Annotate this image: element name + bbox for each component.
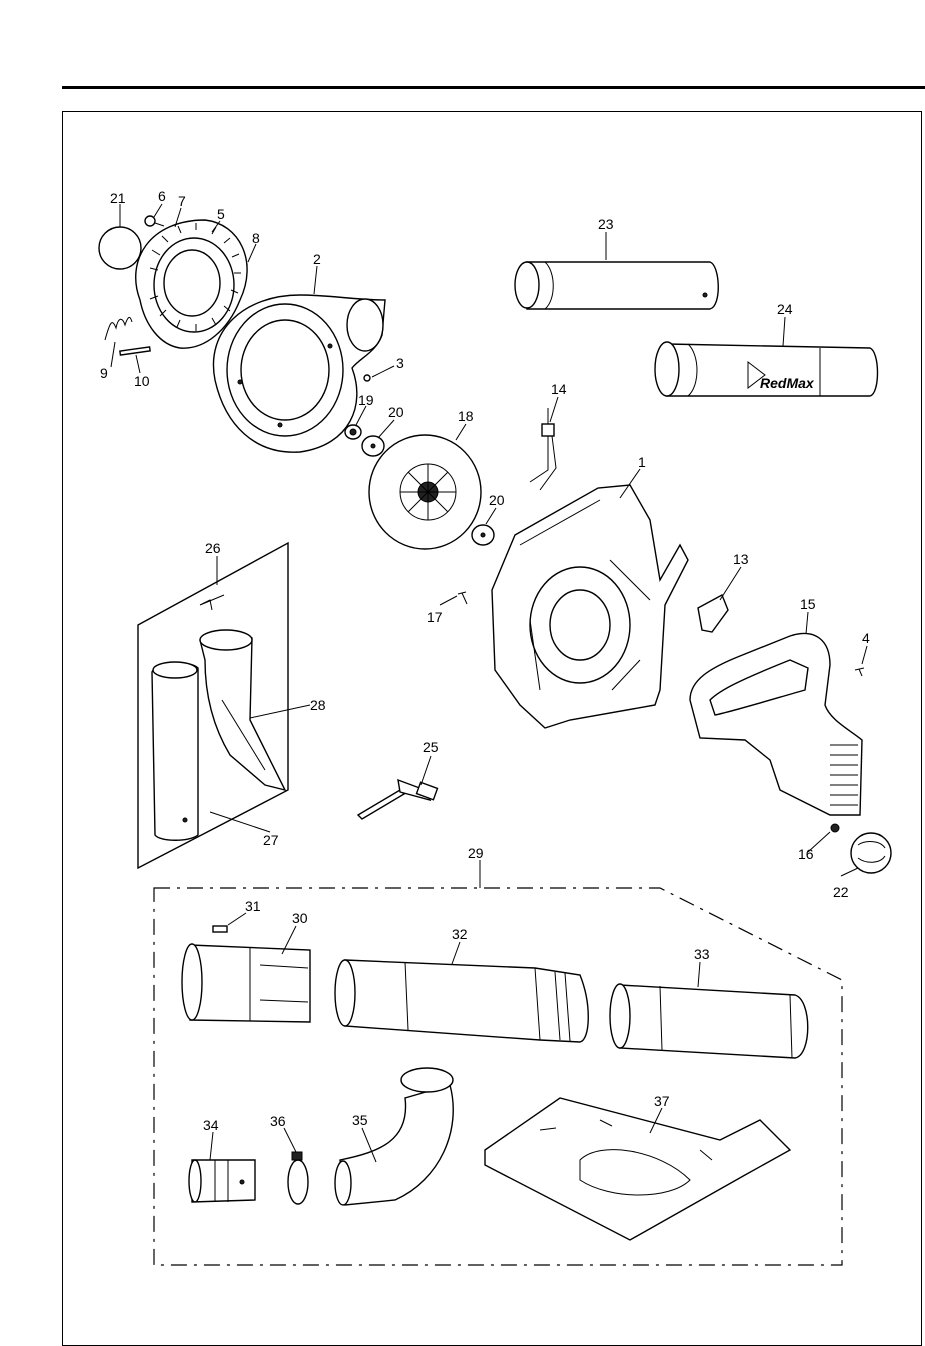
callout-24: 24 [777, 301, 793, 317]
part-switch [529, 408, 557, 491]
callout-32: 32 [452, 926, 468, 942]
part-rod [119, 346, 151, 356]
header-rule [62, 86, 925, 89]
callout-14: 14 [551, 381, 567, 397]
callout-18: 18 [458, 408, 474, 424]
part-fan-housing [212, 294, 386, 453]
part-screw-17 [457, 591, 468, 605]
part-tube-33 [609, 983, 809, 1059]
callout-10: 10 [134, 373, 150, 389]
callout-labels: 1 2 3 4 5 6 7 8 9 10 13 14 15 16 17 18 1… [100, 188, 870, 1133]
part-wrench [356, 778, 439, 820]
callout-7: 7 [178, 193, 186, 209]
kit-boundary [153, 887, 843, 1266]
part-decal [850, 832, 892, 874]
part-elbow-35 [334, 1067, 454, 1206]
callout-33: 33 [694, 946, 710, 962]
callout-1: 1 [638, 454, 646, 470]
callout-25: 25 [423, 739, 439, 755]
callout-17: 17 [427, 609, 443, 625]
part-nut [344, 424, 362, 440]
part-clamp-36 [287, 1151, 309, 1205]
callout-16: 16 [798, 846, 814, 862]
part-main-housing [491, 484, 689, 729]
part-tube-23 [514, 261, 719, 310]
callout-30: 30 [292, 910, 308, 926]
callout-8: 8 [252, 230, 260, 246]
leader-lines [110, 203, 868, 1163]
callout-37: 37 [654, 1093, 670, 1109]
part-elbow-28 [199, 629, 287, 792]
callout-2: 2 [313, 251, 321, 267]
part-impeller [368, 434, 482, 550]
callout-35: 35 [352, 1112, 368, 1128]
callout-22: 22 [833, 884, 849, 900]
callout-21: 21 [110, 190, 126, 206]
part-adapter-30 [181, 943, 311, 1023]
callout-9: 9 [100, 365, 108, 381]
callout-20-lower: 20 [489, 492, 505, 508]
part-bolt [144, 215, 165, 227]
part-nozzle-tube-27 [151, 661, 199, 841]
callout-4: 4 [862, 630, 870, 646]
callout-19: 19 [358, 392, 374, 408]
part-tube-24: RedMax [654, 341, 879, 397]
part-tube-32 [334, 959, 589, 1043]
callout-13: 13 [733, 551, 749, 567]
part-button [830, 823, 840, 833]
callout-26: 26 [205, 540, 221, 556]
callout-20-upper: 20 [388, 404, 404, 420]
part-collection-bag [484, 1097, 792, 1241]
part-screw-31 [212, 925, 228, 933]
callout-36: 36 [270, 1113, 286, 1129]
callout-27: 27 [263, 832, 279, 848]
brand-logo: RedMax [760, 375, 815, 391]
callout-29: 29 [468, 845, 484, 861]
callout-23: 23 [598, 216, 614, 232]
callout-34: 34 [203, 1117, 219, 1133]
callout-5: 5 [217, 206, 225, 222]
part-screw [363, 374, 371, 382]
part-starter-housing [135, 219, 248, 349]
callout-6: 6 [158, 188, 166, 204]
callout-28: 28 [310, 697, 326, 713]
part-coupler-34 [188, 1159, 256, 1203]
part-washer-lower [471, 524, 495, 546]
callout-3: 3 [396, 355, 404, 371]
callout-31: 31 [245, 898, 261, 914]
part-handle-cover [689, 632, 863, 816]
part-clip [697, 594, 729, 633]
part-spring [104, 317, 133, 341]
callout-15: 15 [800, 596, 816, 612]
part-cap-disc [98, 226, 142, 270]
part-screw-4 [854, 667, 865, 677]
part-washer-upper [361, 435, 385, 457]
